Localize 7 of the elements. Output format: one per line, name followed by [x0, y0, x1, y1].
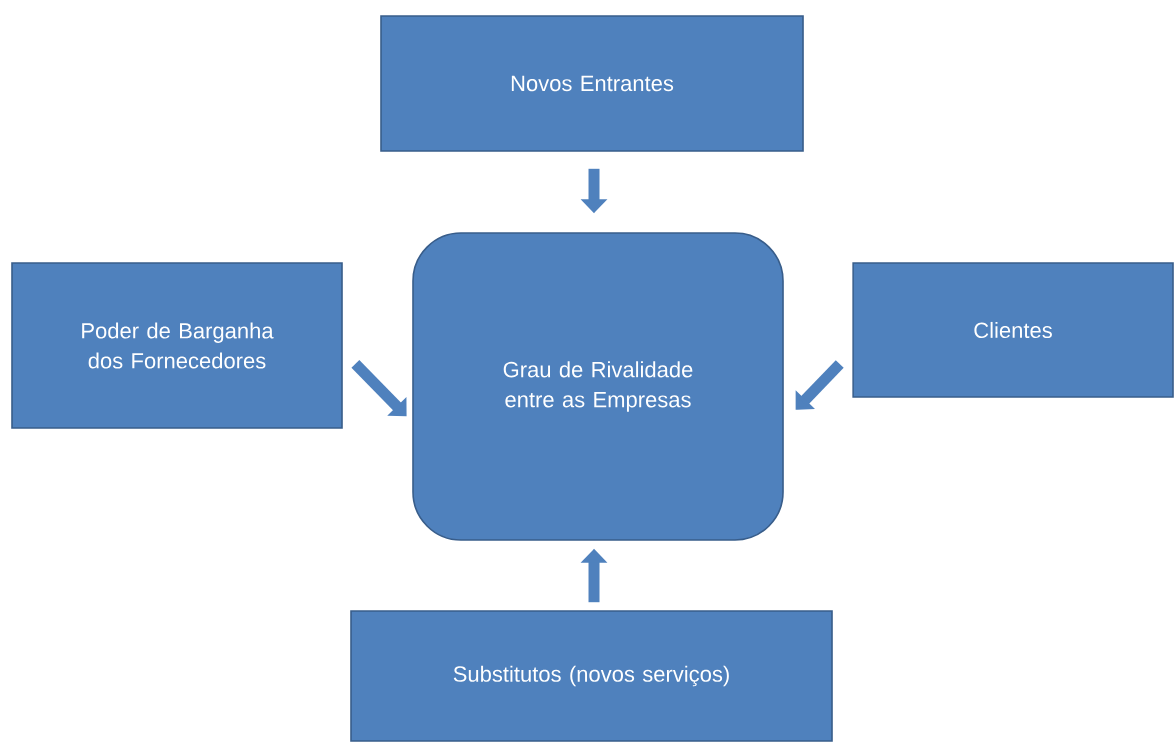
process-box: Clientes	[852, 262, 1174, 398]
block-arrow	[795, 360, 844, 410]
block-arrow	[351, 360, 407, 417]
process-box: Poder de Barganha dos Fornecedores	[11, 262, 343, 429]
process-box: Novos Entrantes	[380, 15, 804, 152]
rounded-box: Grau de Rivalidade entre as Empresas	[412, 232, 784, 541]
process-box: Substitutos (novos serviços)	[350, 610, 833, 742]
